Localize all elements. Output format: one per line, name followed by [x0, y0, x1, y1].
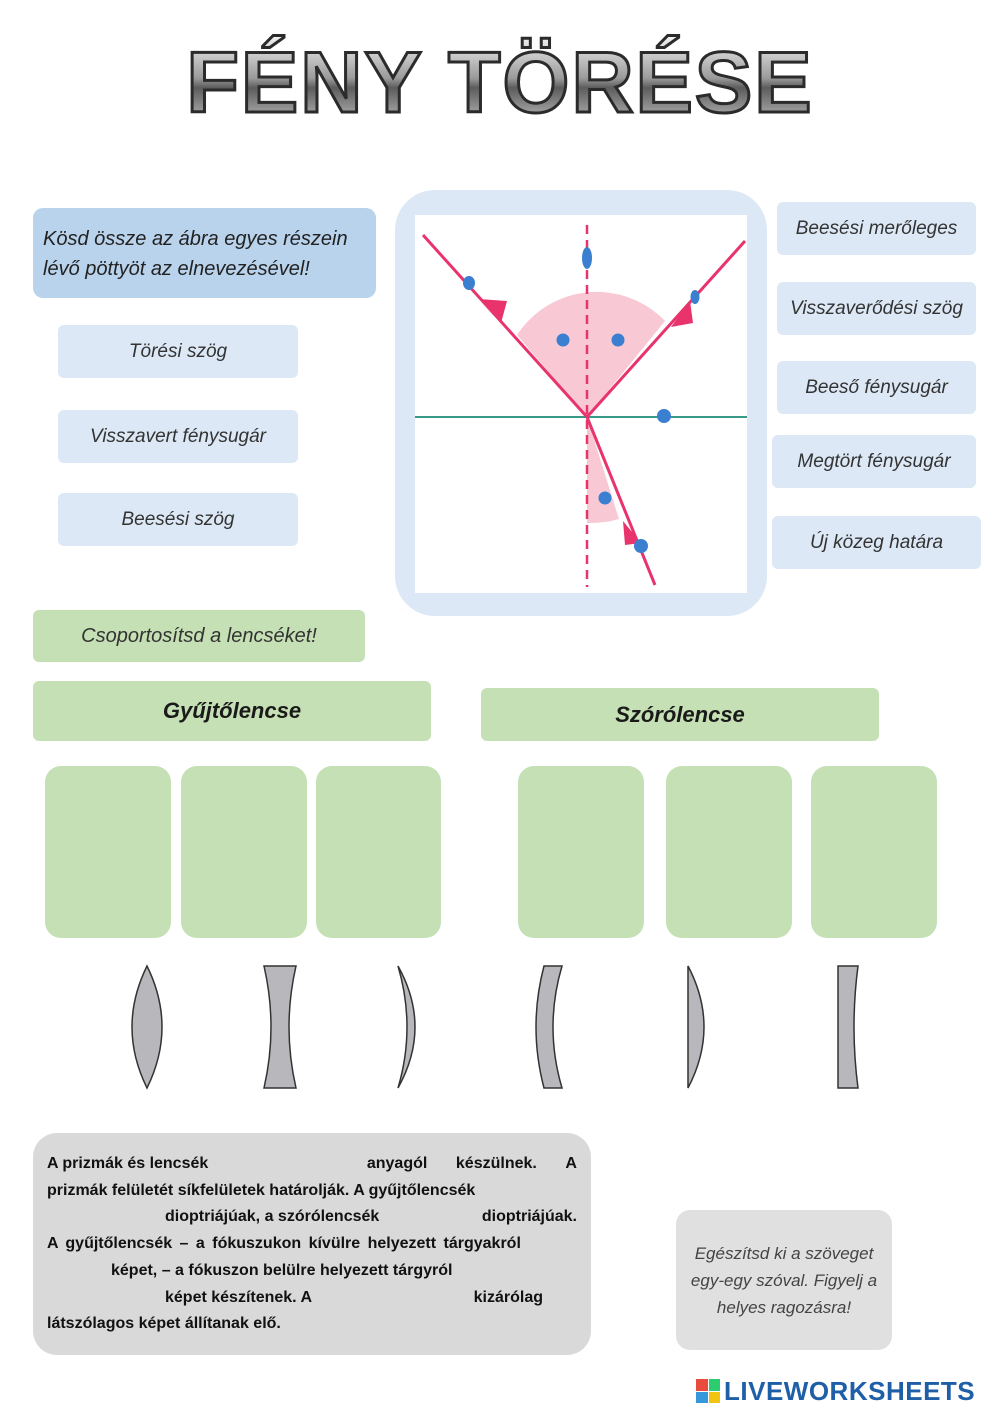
fill-in-text: A prizmák és lencsék anyagól készülnek. …	[33, 1133, 591, 1355]
diverging-drop-slot-3[interactable]	[811, 766, 937, 938]
blank-real-image[interactable]	[46, 1259, 110, 1283]
plano-concave-lens-icon[interactable]	[818, 962, 878, 1092]
blank-material[interactable]	[222, 1153, 344, 1177]
blank-lens-type[interactable]	[335, 1286, 464, 1310]
dot-reflected-ray[interactable]	[690, 290, 700, 304]
diverging-lens-header: Szórólencse	[481, 688, 879, 741]
converging-drop-slot-2[interactable]	[181, 766, 307, 938]
group-instruction: Csoportosítsd a lencséket!	[33, 610, 365, 662]
refracted-arrow	[623, 521, 641, 545]
label-incidence-angle[interactable]: Beesési szög	[58, 493, 298, 546]
biconcave-lens-icon[interactable]	[250, 962, 310, 1092]
label-reflected-ray[interactable]: Visszavert fénysugár	[58, 410, 298, 463]
blank-converging-diopter[interactable]	[46, 1206, 162, 1230]
dot-incidence-angle[interactable]	[556, 333, 570, 347]
label-refraction-angle[interactable]: Törési szög	[58, 325, 298, 378]
match-instruction: Kösd össze az ábra egyes részein lévő pö…	[33, 208, 376, 298]
incident-arrow	[479, 299, 507, 323]
dot-incident-ray[interactable]	[463, 276, 475, 290]
reflection-angle-area	[517, 291, 665, 417]
converging-drop-slot-3[interactable]	[316, 766, 441, 938]
dot-reflection-angle[interactable]	[611, 333, 625, 347]
reflected-ray	[585, 239, 747, 419]
liveworksheets-icon	[696, 1379, 720, 1403]
label-incident-ray[interactable]: Beeső fénysugár	[777, 361, 976, 414]
dot-boundary[interactable]	[657, 409, 671, 423]
blank-virtual-image[interactable]	[46, 1286, 162, 1310]
concave-meniscus-lens-icon[interactable]	[522, 962, 582, 1092]
dot-refracted-ray[interactable]	[634, 539, 648, 553]
label-medium-boundary[interactable]: Új közeg határa	[772, 516, 981, 569]
diverging-drop-slot-2[interactable]	[666, 766, 792, 938]
plano-convex-lens-icon[interactable]	[670, 962, 730, 1092]
label-refracted-ray[interactable]: Megtört fénysugár	[772, 435, 976, 488]
refraction-diagram	[415, 215, 747, 593]
completion-note: Egészítsd ki a szöveget egy-egy szóval. …	[676, 1210, 892, 1350]
converging-drop-slot-1[interactable]	[45, 766, 171, 938]
page-title: FÉNY TÖRÉSE	[0, 30, 1000, 133]
refracted-ray	[585, 416, 657, 586]
blank-diverging-diopter[interactable]	[405, 1206, 465, 1230]
reflected-arrow	[671, 301, 693, 327]
biconvex-lens-icon[interactable]	[117, 962, 177, 1092]
incident-ray	[421, 233, 589, 419]
label-reflection-angle[interactable]: Visszaverődési szög	[777, 282, 976, 335]
refraction-angle-area	[587, 417, 619, 524]
convex-meniscus-lens-icon[interactable]	[380, 962, 440, 1092]
dot-normal[interactable]	[582, 247, 592, 269]
label-normal[interactable]: Beesési merőleges	[777, 202, 976, 255]
dot-refraction-angle[interactable]	[598, 491, 612, 505]
liveworksheets-logo: LIVEWORKSHEETS	[696, 1373, 975, 1409]
diverging-drop-slot-1[interactable]	[518, 766, 644, 938]
title-text: FÉNY TÖRÉSE	[186, 35, 813, 130]
converging-lens-header: Gyűjtőlencse	[33, 681, 431, 741]
